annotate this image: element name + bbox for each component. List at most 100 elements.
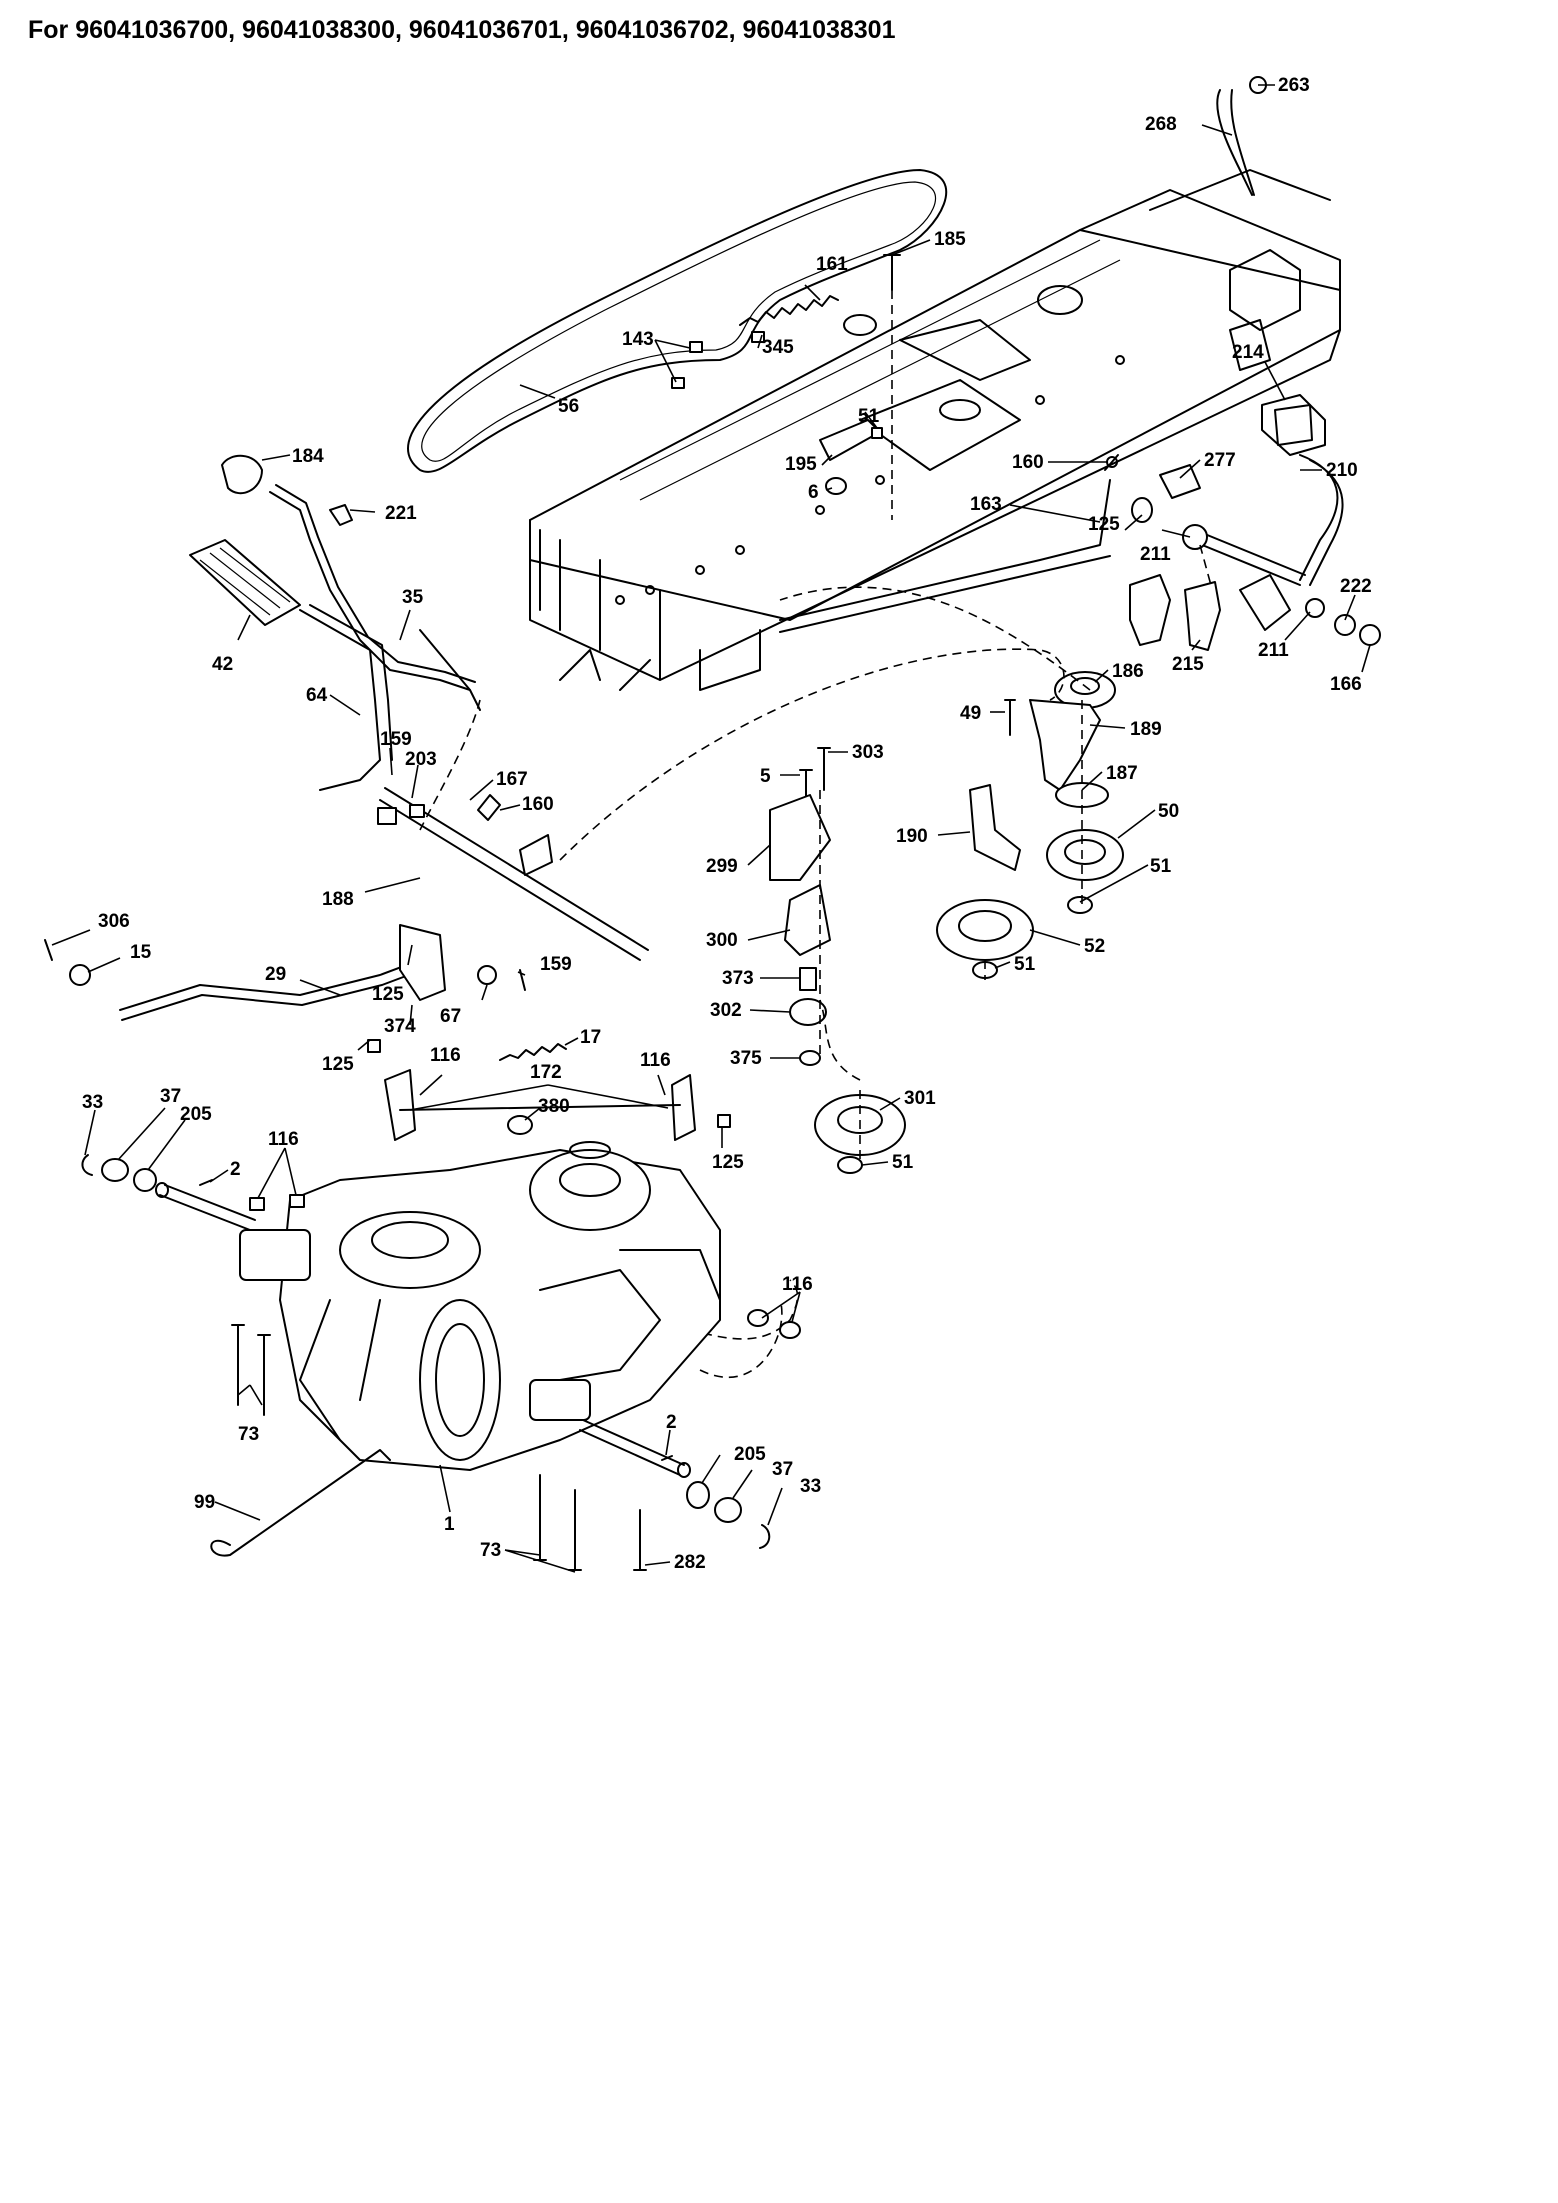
bushing-211b <box>1131 497 1153 523</box>
washer-205-left <box>133 1168 157 1192</box>
nut-51-d <box>837 1156 863 1174</box>
callout-29: 29 <box>265 964 286 985</box>
callout-50: 50 <box>1158 801 1179 822</box>
pulley-50 <box>1046 829 1124 881</box>
callout-203: 203 <box>405 749 437 770</box>
callout-187: 187 <box>1106 763 1138 784</box>
nut-51-top <box>871 427 883 439</box>
callout-99: 99 <box>194 1492 215 1513</box>
lever-64 <box>299 609 381 791</box>
nut-125-right <box>717 1114 731 1128</box>
callout-160-left: 160 <box>522 794 554 815</box>
washer-205-right <box>686 1481 710 1509</box>
belt-path <box>559 648 1065 861</box>
washer-37-left <box>101 1158 129 1182</box>
clip-33-left <box>81 1154 93 1176</box>
nut-116-c <box>747 1309 769 1327</box>
knob-184 <box>221 454 263 495</box>
pedal-pad-214 <box>1261 394 1326 456</box>
bolt-303 <box>817 747 831 791</box>
callout-125-b: 125 <box>322 1054 354 1075</box>
lever-268 <box>1216 89 1255 196</box>
callout-185: 185 <box>934 229 966 250</box>
callout-73-left: 73 <box>238 1424 259 1445</box>
washer-222 <box>1334 614 1356 636</box>
bracket-116-right <box>671 1074 696 1141</box>
callout-125-d: 125 <box>1088 514 1120 535</box>
bracket-299 <box>769 794 831 881</box>
cross-shaft <box>1189 529 1306 586</box>
callout-263: 263 <box>1278 75 1310 96</box>
spacer-373 <box>799 967 817 991</box>
callout-160-right: 160 <box>1012 452 1044 473</box>
callout-51-d: 51 <box>892 1152 914 1173</box>
callout-215: 215 <box>1172 654 1204 675</box>
callout-211-b: 211 <box>1258 640 1289 661</box>
callout-161: 161 <box>816 254 848 275</box>
callout-345: 345 <box>762 337 794 358</box>
callout-67: 67 <box>440 1006 461 1027</box>
callout-125-a: 125 <box>372 984 404 1005</box>
callout-277: 277 <box>1204 450 1236 471</box>
callout-42: 42 <box>212 654 233 675</box>
callout-205-right: 205 <box>734 1444 766 1465</box>
bracket-277 <box>1159 464 1201 499</box>
callout-186: 186 <box>1112 661 1144 682</box>
callout-211-a: 211 <box>1140 544 1171 565</box>
transmission-1 <box>239 1141 721 1471</box>
pad-215a <box>1129 574 1171 646</box>
washer-166 <box>1359 624 1381 646</box>
cable-35 <box>419 629 481 711</box>
spacer-6 <box>825 477 847 495</box>
callout-306: 306 <box>98 911 130 932</box>
bolt-143a <box>671 377 685 389</box>
callout-205-left: 205 <box>180 1104 212 1125</box>
callout-163: 163 <box>970 494 1002 515</box>
bolt-5 <box>799 769 813 801</box>
callout-15: 15 <box>130 942 152 963</box>
axle-left <box>159 1184 256 1231</box>
callout-195: 195 <box>785 454 817 475</box>
callout-5: 5 <box>760 766 771 787</box>
rod-29 <box>119 959 423 1021</box>
clip-33-right <box>759 1524 771 1549</box>
callout-167: 167 <box>496 769 528 790</box>
bolt-49 <box>1004 699 1016 736</box>
bracket-116-left <box>384 1069 416 1141</box>
callout-299: 299 <box>706 856 738 877</box>
callout-116-a: 116 <box>430 1045 461 1066</box>
callout-302: 302 <box>710 1000 742 1021</box>
callout-184: 184 <box>292 446 324 467</box>
callout-labels: 263 268 185 161 345 143 56 51 195 6 184 … <box>82 75 1372 1573</box>
callout-51-top: 51 <box>858 406 880 427</box>
arm-211-right <box>1239 574 1291 631</box>
callout-282: 282 <box>674 1552 706 1573</box>
belt-guide-190 <box>969 784 1021 871</box>
callout-33-right: 33 <box>800 1476 821 1497</box>
callout-52: 52 <box>1084 936 1105 957</box>
nut-159 <box>409 804 425 818</box>
callout-17: 17 <box>580 1027 601 1048</box>
washer-380 <box>507 1115 533 1135</box>
callout-210: 210 <box>1326 460 1358 481</box>
pad-215b <box>1184 581 1221 651</box>
bushing-211a <box>1182 524 1208 550</box>
bracket-300 <box>784 884 831 956</box>
callout-172: 172 <box>530 1062 562 1083</box>
shaft-188 <box>379 787 649 961</box>
pin-306 <box>44 939 53 961</box>
bolt-143b <box>689 341 703 353</box>
callout-116-c: 116 <box>268 1129 299 1150</box>
callout-380: 380 <box>538 1096 570 1117</box>
callout-37-right: 37 <box>772 1459 793 1480</box>
nut-125-left <box>367 1039 381 1053</box>
pulley-52 <box>936 899 1034 961</box>
callout-116-b: 116 <box>640 1050 671 1071</box>
washer-15 <box>69 964 91 986</box>
callout-1: 1 <box>444 1514 455 1535</box>
callout-214: 214 <box>1232 342 1264 363</box>
callout-222: 222 <box>1340 576 1372 597</box>
spring-161 <box>739 295 839 326</box>
callout-37-left: 37 <box>160 1086 181 1107</box>
callout-303: 303 <box>852 742 884 763</box>
